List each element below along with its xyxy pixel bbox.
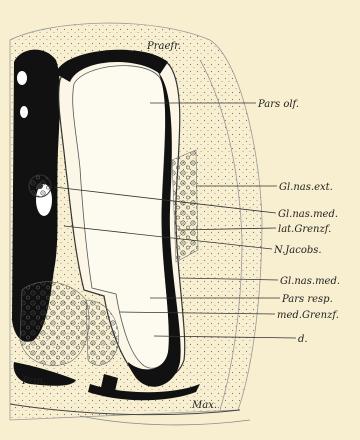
palate-contour-2	[80, 416, 250, 425]
cartilage-island-2	[20, 106, 28, 118]
lateral-gland-area	[172, 150, 198, 262]
label-max: Max.	[191, 400, 217, 411]
label-gl-nas-med-lower: Gl.nas.med.	[280, 276, 340, 287]
label-pars-olf: Pars olf.	[257, 99, 299, 110]
label-d: d.	[298, 334, 308, 345]
medial-gland-cluster	[20, 282, 89, 366]
label-med-grenzf: med.Grenzf.	[277, 310, 339, 321]
jacobson-organ-core	[37, 183, 43, 189]
label-pars-resp: Pars resp.	[281, 294, 333, 305]
label-praefr: Praefr.	[146, 41, 181, 52]
label-lat-grenzf: lat.Grenzf.	[278, 224, 331, 235]
label-gl-nas-med-upper: Gl.nas.med.	[278, 209, 338, 220]
label-n-jacobs: N.Jacobs.	[273, 245, 322, 256]
label-gl-nas-ext: Gl.nas.ext.	[279, 182, 333, 193]
cartilage-island-1	[17, 71, 27, 85]
label-prm: Prm.	[21, 376, 46, 387]
